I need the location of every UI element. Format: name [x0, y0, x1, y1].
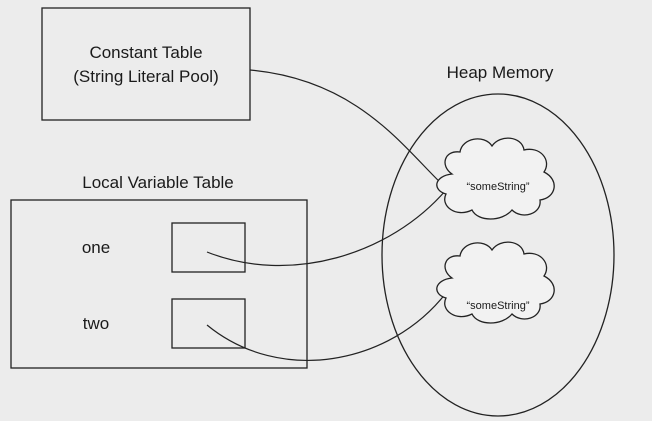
heap-memory-title: Heap Memory	[447, 63, 554, 82]
constant-table-subtitle: (String Literal Pool)	[73, 67, 219, 86]
heap-memory-ellipse	[381, 93, 615, 417]
string-object-cloud-2: “someString”	[436, 241, 555, 324]
string-object-2-label: “someString”	[467, 300, 530, 312]
variable-two-slot	[171, 298, 246, 349]
local-variable-table-box	[10, 199, 308, 369]
variable-two-label: two	[83, 314, 109, 333]
string-object-1-label: “someString”	[467, 181, 530, 193]
one-reference-line	[206, 189, 447, 267]
constant-table-title: Constant Table	[89, 43, 202, 62]
two-reference-line	[206, 292, 447, 361]
constant-table-box	[41, 7, 251, 121]
local-variable-table-title: Local Variable Table	[82, 173, 234, 192]
variable-one-slot	[171, 222, 246, 273]
variable-one-label: one	[82, 238, 110, 257]
string-object-cloud-1: “someString”	[436, 137, 555, 220]
pool-reference-line	[249, 69, 447, 189]
